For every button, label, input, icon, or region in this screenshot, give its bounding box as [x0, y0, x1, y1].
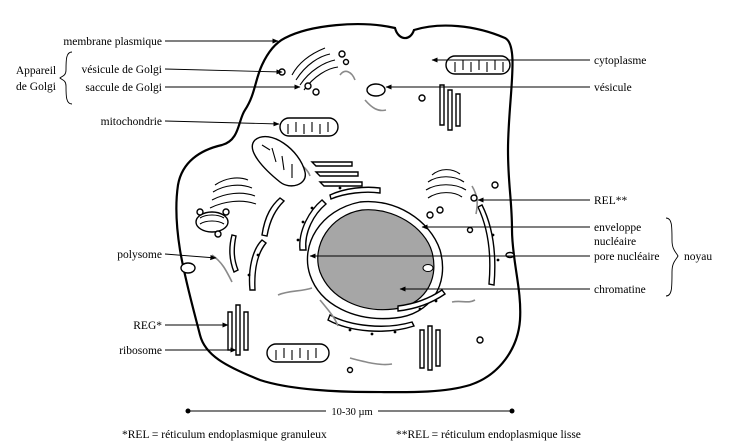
label-ribosome: ribosome — [119, 345, 162, 357]
golgi-bracket — [59, 51, 73, 105]
label-saccule-golgi: saccule de Golgi — [85, 82, 162, 94]
label-noyau: noyau — [684, 251, 712, 263]
golgi-left-stack — [195, 208, 230, 238]
label-mitochondrie: mitochondrie — [101, 116, 162, 128]
noyau-bracket — [665, 217, 679, 297]
label-rel: REL** — [594, 195, 627, 207]
golgi-left — [209, 177, 257, 209]
rough-er-stacks — [227, 84, 461, 371]
label-enveloppe-2: nucléaire — [594, 236, 636, 248]
mitochondria — [251, 55, 511, 363]
leader-lines — [164, 38, 590, 353]
label-membrane: membrane plasmique — [63, 36, 162, 48]
label-pore: pore nucléaire — [594, 251, 659, 263]
golgi-right-vesicles — [426, 194, 478, 219]
chromatin — [317, 209, 435, 311]
label-vesicule-golgi: vésicule de Golgi — [82, 64, 162, 76]
label-polysome: polysome — [117, 249, 162, 261]
label-cytoplasme: cytoplasme — [594, 55, 646, 67]
rough-er — [229, 186, 496, 332]
label-reg: REG* — [133, 320, 162, 332]
label-appareil-2: de Golgi — [16, 81, 56, 93]
scale-bar-label: 10-30 µm — [331, 407, 372, 418]
golgi-right — [425, 169, 467, 199]
vesicles — [180, 83, 515, 374]
label-vesicule: vésicule — [594, 82, 632, 94]
label-chromatine: chromatine — [594, 284, 646, 296]
footnote-left: *REL = réticulum endoplasmique granuleux — [122, 429, 327, 441]
scale-bar: 10-30 µm — [185, 407, 515, 418]
label-enveloppe-1: enveloppe — [594, 222, 641, 234]
footnote-right: **REL = réticulum endoplasmique lisse — [396, 429, 581, 441]
smooth-er — [211, 70, 478, 366]
nuclear-pore — [422, 264, 434, 272]
label-appareil-1: Appareil — [16, 65, 56, 77]
